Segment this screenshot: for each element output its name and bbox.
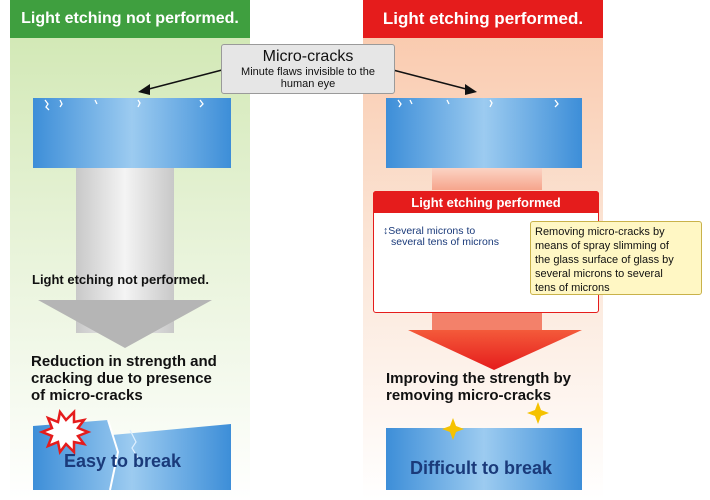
updown-arrow-icon: ↕ [383,225,389,237]
callout-subtitle-line-1: Minute flaws invisible to the [241,66,375,78]
micro-crack-marks [44,99,559,111]
left-result: Reduction in strength and cracking due t… [31,353,217,404]
crack-pointer-right [392,69,471,91]
left-header-label: Light etching not performed. [21,10,239,27]
etching-panel-title: Light etching performed [373,191,599,213]
note-line-2: means of spray slimming of [535,240,669,252]
left-result-line-1: Reduction in strength and [31,353,217,370]
break-crack-line-2 [129,429,139,459]
right-result: Improving the strength by removing micro… [386,370,571,404]
right-result-line-2: removing micro-cracks [386,387,552,404]
micro-cracks-callout: Micro-cracks Minute flaws invisible to t… [221,44,395,94]
thickness-line-1: ↕Several microns to [383,226,499,237]
left-outcome: Easy to break [64,451,182,471]
right-arrow-shaft [432,168,542,190]
note-line-5: tens of microns [535,282,610,294]
sparkle-icon [442,418,464,440]
right-arrow-head [408,330,582,370]
left-top-glass [33,98,231,168]
callout-title: Micro-cracks [262,48,354,65]
note-line-3: the glass surface of glass by [535,254,674,266]
crack-pointer-right-head [465,84,477,95]
thickness-text-1: Several microns to [388,225,476,237]
callout-subtitle-line-2: human eye [280,78,336,90]
thickness-label: ↕Several microns to several tens of micr… [383,226,499,248]
etching-note: Removing micro-cracks by means of spray … [530,221,702,295]
left-bottom-glass [33,420,231,490]
etching-panel-title-label: Light etching performed [411,194,561,210]
left-arrow-label: Light etching not performed. [32,272,209,287]
left-arrow-head [38,300,212,348]
thickness-line-2: several tens of microns [391,236,499,248]
right-result-line-1: Improving the strength by [386,370,572,387]
left-result-line-3: of micro-cracks [31,387,143,404]
note-line-1: Removing micro-cracks by [535,226,665,238]
break-crack-line [107,419,120,491]
note-line-4: several microns to several [535,268,663,280]
right-bottom-glass [386,428,582,490]
left-header: Light etching not performed. [10,0,250,38]
right-outcome: Difficult to break [410,458,553,478]
right-header: Light etching performed. [363,0,603,38]
crack-pointer-left-head [138,84,150,95]
left-result-line-2: cracking due to presence [31,370,212,387]
right-header-label: Light etching performed. [382,9,584,28]
crack-pointer-left [144,69,223,91]
right-arrow-shaft-lower [432,311,542,331]
sparkle-icon-2 [527,402,549,424]
right-top-glass [386,98,582,168]
burst-icon [38,408,92,456]
